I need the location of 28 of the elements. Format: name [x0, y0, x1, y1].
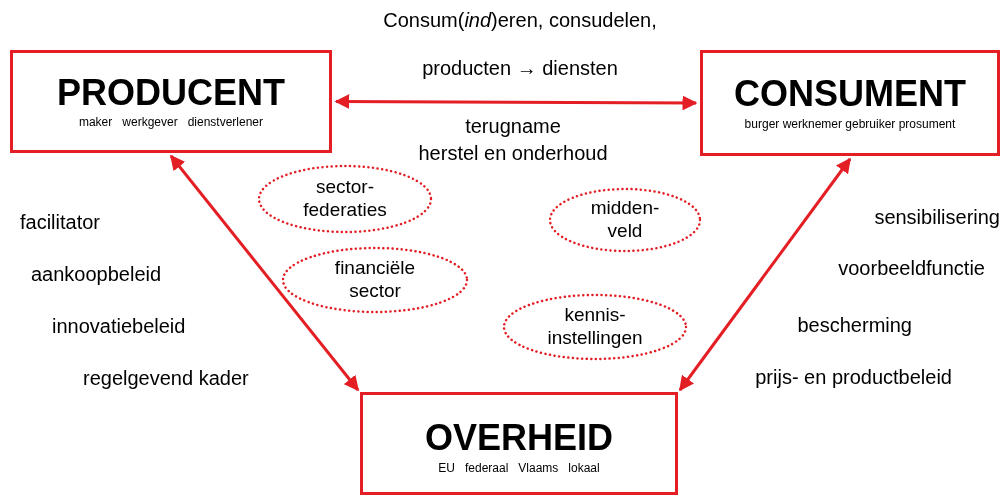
role-text: prijs- en productbeleid — [755, 367, 952, 387]
actor-title: PRODUCENT — [57, 73, 285, 112]
role-text: bescherming — [797, 315, 912, 335]
actor-box — [360, 392, 678, 495]
actor-roles: maker werkgever dienstverlener — [78, 115, 264, 130]
relation-text: terugname — [465, 116, 561, 136]
relation-text: producten → diensten — [422, 58, 618, 78]
relation-text: herstel en onderhoud — [418, 143, 608, 163]
relation-text: Consum(ind)eren, consudelen, — [383, 10, 657, 30]
role-text: aankoopbeleid — [31, 264, 162, 284]
role-text: facilitator — [20, 212, 101, 232]
double-arrow — [169, 154, 360, 392]
double-arrow — [678, 157, 852, 392]
actor-box — [10, 50, 332, 153]
role-text: sensibilisering — [874, 207, 1000, 227]
actor-roles: burger werknemer gebruiker prosument — [744, 116, 956, 131]
actor-title: OVERHEID — [424, 419, 613, 457]
role-text: voorbeeldfunctie — [838, 258, 985, 278]
organization-label: sector- federaties — [302, 176, 388, 222]
actor-box — [700, 50, 1000, 156]
role-text: innovatiebeleid — [52, 316, 186, 336]
organization-label: kennis- instellingen — [546, 304, 644, 350]
organization-label: midden- veld — [589, 197, 661, 243]
double-arrow — [334, 94, 698, 111]
actor-title: CONSUMENT — [734, 75, 966, 113]
role-text: regelgevend kader — [83, 368, 249, 388]
organization-label: financiële sector — [333, 257, 417, 303]
actor-roles: EU federaal Vlaams lokaal — [438, 460, 600, 475]
